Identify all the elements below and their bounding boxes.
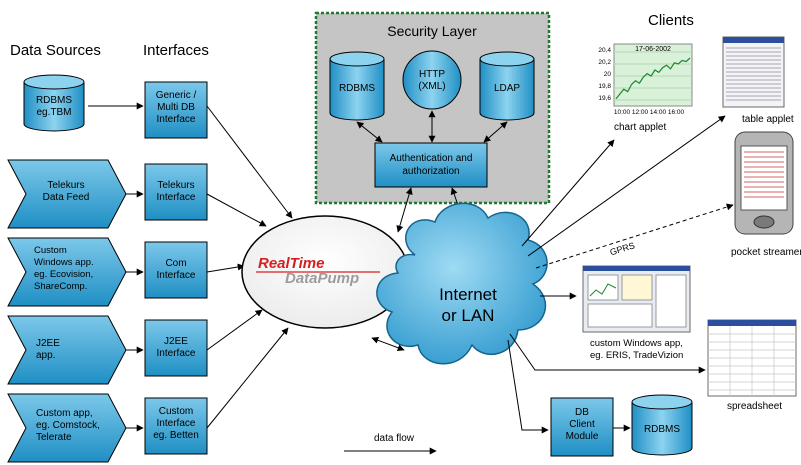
chart-x-tick: 12:00: [632, 109, 649, 116]
security-http-circle: HTTP (XML): [402, 50, 462, 110]
security-ldap-label: LDAP: [494, 83, 520, 94]
chart-applet-thumbnail: 17-06-2002 20,4 20,2 20 19,8 19,6 10:00 …: [598, 43, 693, 133]
source-custom-app-line1: Custom app,: [36, 408, 93, 419]
custom-windows-label-line2: eg. ERIS, TradeVizion: [590, 350, 683, 361]
interface-j2ee-box: J2EE Interface: [144, 319, 208, 377]
table-applet-thumbnail: table applet: [722, 36, 794, 125]
interface-custom-line2: Interface: [157, 418, 196, 429]
interface-j2ee-line1: J2EE: [164, 336, 188, 347]
legend-label: data flow: [374, 433, 415, 444]
interfaces-header: Interfaces: [143, 42, 209, 59]
security-rdbms-cylinder: RDBMS: [329, 51, 385, 121]
source-custom-app-line2: eg. Comstock,: [36, 420, 100, 431]
source-rdbms-line2: eg.TBM: [36, 107, 71, 118]
security-http-line2: (XML): [418, 81, 445, 92]
source-j2ee-line2: app.: [36, 350, 55, 361]
clients-header: Clients: [648, 12, 694, 29]
source-rdbms-line1: RDBMS: [36, 95, 72, 106]
pocket-device-thumbnail: pocket streamer: [731, 131, 801, 258]
chart-applet-label: chart applet: [614, 122, 666, 133]
chart-x-tick: 16:00: [668, 109, 685, 116]
security-layer-title: Security Layer: [387, 23, 477, 39]
chart-series-line: [615, 57, 691, 100]
legend: data flow: [344, 433, 437, 455]
interface-custom-box: Custom Interface eg. Betten: [144, 397, 208, 455]
security-ldap-cylinder: LDAP: [479, 51, 535, 121]
db-client-line2: Client: [569, 419, 595, 430]
source-j2ee-chevron: J2EE app.: [7, 315, 127, 385]
interface-telekurs-line1: Telekurs: [157, 180, 194, 191]
db-client-line1: DB: [575, 407, 589, 418]
table-applet-label: table applet: [742, 114, 794, 125]
gprs-label: GPRS: [609, 240, 636, 257]
authentication-box: Authentication and authorization: [374, 142, 488, 188]
chart-y-tick: 19,8: [598, 83, 611, 90]
source-custom-windows-line3: eg. Ecovision,: [34, 269, 93, 280]
chart-x-tick: 10:00: [614, 109, 631, 116]
custom-windows-app-thumbnail: custom Windows app, eg. ERIS, TradeVizio…: [582, 265, 691, 361]
client-rdbms-label: RDBMS: [644, 424, 680, 435]
interface-custom-line1: Custom: [159, 406, 193, 417]
interface-com-box: Com Interface: [144, 241, 208, 299]
chart-date-label: 17-06-2002: [635, 46, 671, 53]
cloud-line2: or LAN: [442, 306, 495, 325]
cloud-client-arrows: [507, 115, 734, 434]
interface-j2ee-line2: Interface: [157, 348, 196, 359]
authentication-line2: authorization: [402, 166, 459, 177]
chart-y-tick: 20,2: [598, 59, 611, 66]
data-sources-header: Data Sources: [10, 42, 101, 59]
db-client-line3: Module: [566, 431, 599, 442]
security-rdbms-label: RDBMS: [339, 83, 375, 94]
source-custom-windows-line4: ShareComp.: [34, 281, 87, 292]
chart-y-tick: 20: [604, 71, 612, 78]
hub-realtime-label: RealTime: [258, 255, 324, 272]
interface-telekurs-line2: Interface: [157, 192, 196, 203]
source-custom-app-chevron: Custom app, eg. Comstock, Telerate: [7, 393, 127, 463]
source-telekurs-chevron: Telekurs Data Feed: [7, 159, 127, 229]
interface-com-line2: Interface: [157, 270, 196, 281]
interface-generic-box: Generic / Multi DB Interface: [144, 81, 208, 139]
interface-com-line1: Com: [165, 258, 186, 269]
security-http-line1: HTTP: [419, 69, 445, 80]
spreadsheet-label: spreadsheet: [727, 401, 782, 412]
cloud-line1: Internet: [439, 285, 497, 304]
pocket-streamer-label: pocket streamer: [731, 247, 801, 258]
source-custom-app-line3: Telerate: [36, 432, 72, 443]
custom-windows-label-line1: custom Windows app,: [590, 338, 683, 349]
hub-datapump-label: DataPump: [285, 270, 359, 287]
interface-telekurs-box: Telekurs Interface: [144, 163, 208, 221]
spreadsheet-thumbnail: spreadsheet: [707, 319, 797, 412]
interface-custom-line3: eg. Betten: [153, 430, 199, 441]
db-client-module-box: DB Client Module: [550, 397, 614, 457]
source-custom-windows-chevron: Custom Windows app. eg. Ecovision, Share…: [7, 237, 127, 307]
chart-x-tick: 14:00: [650, 109, 667, 116]
interface-generic-line2: Multi DB: [157, 102, 195, 113]
interface-hub-arrows: [206, 105, 293, 429]
internet-lan-cloud: Internet or LAN: [376, 202, 548, 365]
source-interface-arrows: [88, 102, 144, 432]
realtime-datapump-hub: RealTime DataPump: [241, 215, 409, 329]
hub-cloud-arrow: [371, 336, 405, 352]
source-custom-windows-line2: Windows app.: [34, 257, 94, 268]
interface-generic-line3: Interface: [157, 114, 196, 125]
client-rdbms-cylinder: RDBMS: [631, 394, 693, 456]
chart-y-tick: 20,4: [598, 47, 611, 54]
interface-generic-line1: Generic /: [156, 90, 197, 101]
source-telekurs-line1: Telekurs: [47, 180, 84, 191]
source-rdbms-cylinder: RDBMS eg.TBM: [23, 74, 85, 132]
source-custom-windows-line1: Custom: [34, 245, 67, 256]
source-telekurs-line2: Data Feed: [43, 192, 90, 203]
authentication-line1: Authentication and: [390, 153, 473, 164]
source-j2ee-line1: J2EE: [36, 338, 60, 349]
chart-y-tick: 19,6: [598, 95, 611, 102]
